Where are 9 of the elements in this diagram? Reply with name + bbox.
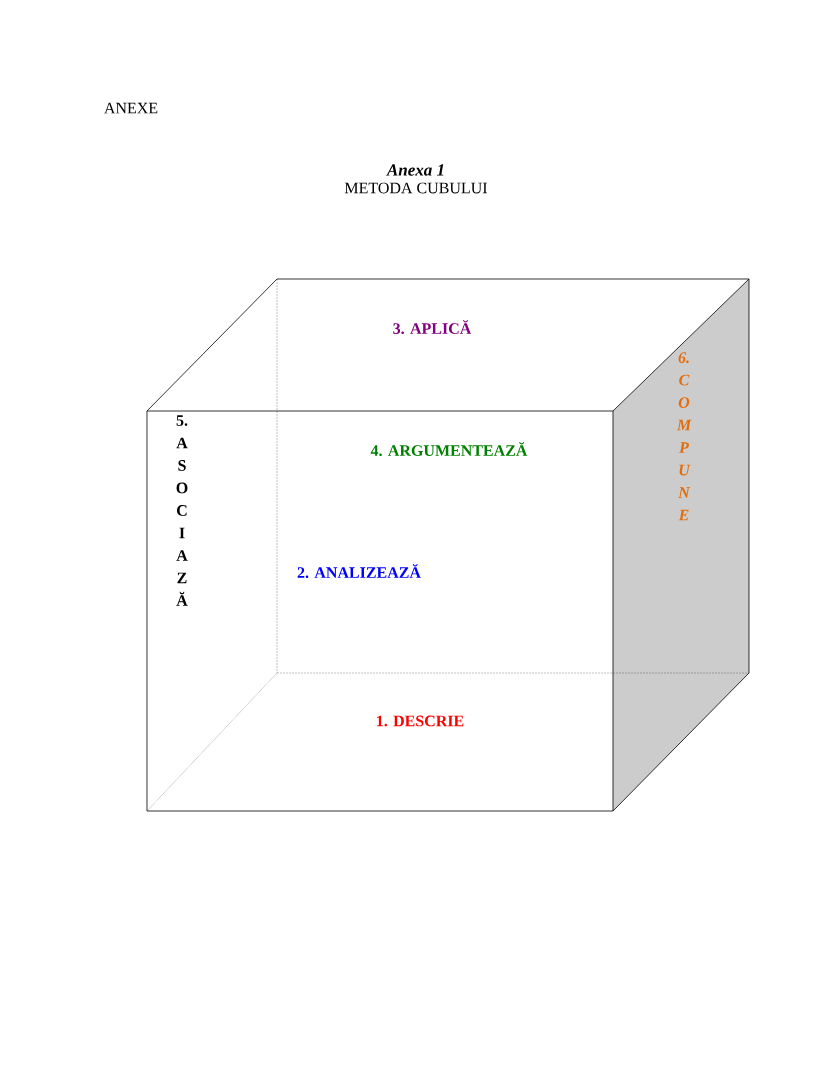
face-label: 6. COMPUNE	[676, 352, 692, 521]
face-label: 3. APLICĂ	[393, 319, 472, 335]
section-heading: ANEXE	[104, 102, 158, 114]
subtitle: METODA CUBULUI	[344, 182, 488, 194]
title: Anexa 1	[386, 164, 444, 176]
face-label: 2. ANALIZEAZĂ	[297, 563, 421, 579]
face-label: 5. ASOCIAZĂ	[176, 415, 188, 606]
face-label: 1. DESCRIE	[377, 715, 464, 727]
face-label: 4. ARGUMENTEAZĂ	[370, 441, 528, 457]
